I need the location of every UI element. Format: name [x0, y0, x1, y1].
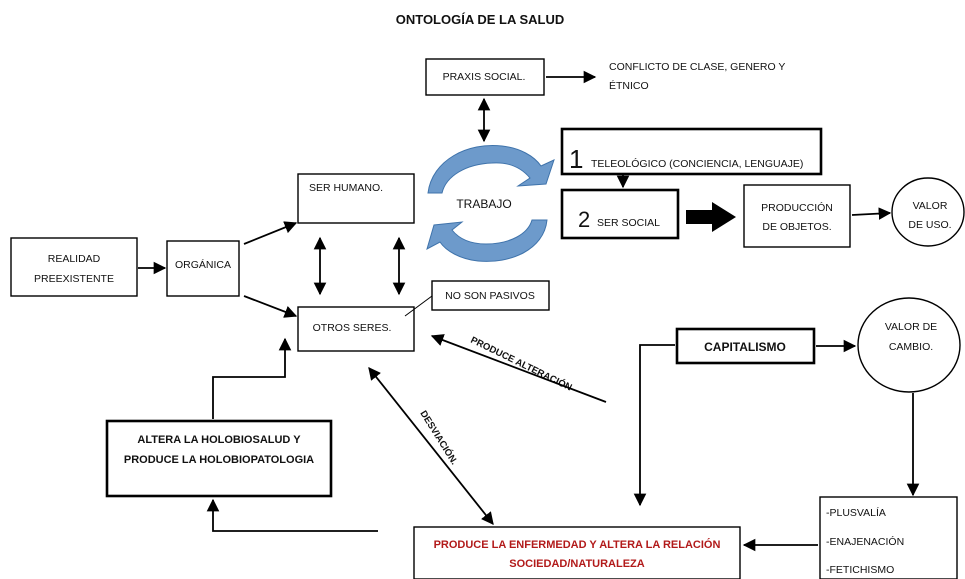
node-holobio: ALTERA LA HOLOBIOSALUD Y PRODUCE LA HOLO…: [105, 419, 333, 498]
trabajo-label: TRABAJO: [456, 197, 511, 211]
node-holobio-line-1: ALTERA LA HOLOBIOSALUD Y: [137, 434, 301, 446]
node-plusvalia-line-1: -PLUSVALÍA: [826, 506, 886, 519]
node-ser-humano: SER HUMANO.: [297, 173, 415, 224]
node-ser-humano-label: SER HUMANO.: [309, 182, 383, 194]
node-no-son-pasivos: NO SON PASIVOS: [431, 280, 550, 311]
node-teleologico-number: 1: [569, 144, 583, 174]
node-enfermedad: PRODUCE LA ENFERMEDAD Y ALTERA LA RELACI…: [413, 526, 741, 579]
node-plusvalia-line-2: -ENAJENACIÓN: [826, 535, 904, 548]
node-valor-uso-line-2: DE USO.: [908, 219, 951, 231]
node-enfermedad-line-1: PRODUCE LA ENFERMEDAD Y ALTERA LA RELACI…: [434, 538, 721, 551]
connector-no-son-pasivos: [404, 295, 433, 317]
node-capitalismo-label: CAPITALISMO: [704, 340, 786, 354]
node-organica-label: ORGÁNICA: [175, 258, 231, 271]
node-produccion-line-2: DE OBJETOS.: [762, 221, 831, 233]
node-valor-uso: VALOR DE USO.: [891, 177, 965, 247]
cycle-arrow-bottom: [426, 219, 548, 262]
node-realidad-preexistente: REALIDAD PREEXISTENTE: [10, 237, 138, 297]
node-organica: ORGÁNICA: [166, 240, 240, 297]
arrow-desviacion: [368, 367, 494, 525]
arrow-organica-ser-humano: [243, 221, 298, 245]
cycle-arrow-top: [427, 144, 555, 194]
arrow-produce-alteracion: [430, 334, 607, 403]
fat-arrow: [686, 202, 736, 232]
node-plusvalia: -PLUSVALÍA -ENAJENACIÓN -FETICHISMO: [819, 496, 958, 579]
node-produccion-line-1: PRODUCCIÓN: [761, 201, 833, 214]
node-ser-social-label: SER SOCIAL: [597, 217, 660, 229]
arrow-organica-otros-seres: [243, 295, 298, 318]
node-produccion: PRODUCCIÓN DE OBJETOS.: [743, 184, 851, 248]
node-praxis-social-label: PRAXIS SOCIAL.: [443, 71, 526, 83]
node-realidad-line-1: REALIDAD: [48, 253, 101, 265]
node-otros-seres: OTROS SERES.: [297, 306, 415, 352]
diagram-title: ONTOLOGÍA DE LA SALUD: [396, 12, 565, 27]
node-valor-cambio-line-2: CAMBIO.: [889, 341, 933, 353]
node-capitalismo: CAPITALISMO: [675, 327, 816, 365]
node-conflicto-line-2: ÉTNICO: [609, 79, 649, 92]
arrow-holobio-otros-seres: [212, 337, 292, 419]
arrow-produccion-valor-uso: [851, 207, 892, 220]
node-teleologico-label: TELEOLÓGICO (CONCIENCIA, LENGUAJE): [591, 157, 803, 170]
trabajo-cycle: TRABAJO: [426, 144, 555, 262]
node-plusvalia-line-3: -FETICHISMO: [826, 564, 894, 576]
node-ser-social-number: 2: [578, 207, 590, 232]
node-realidad-line-2: PREEXISTENTE: [34, 273, 114, 285]
node-otros-seres-label: OTROS SERES.: [313, 322, 392, 334]
node-valor-uso-line-1: VALOR: [913, 200, 948, 212]
arrow-capitalismo-enfermedad: [633, 344, 675, 507]
node-no-son-pasivos-label: NO SON PASIVOS: [445, 290, 535, 302]
node-ser-social: 2 SER SOCIAL: [560, 188, 680, 240]
node-praxis-social: PRAXIS SOCIAL.: [425, 58, 545, 96]
node-teleologico: 1 TELEOLÓGICO (CONCIENCIA, LENGUAJE): [560, 127, 823, 176]
arrow-enfermedad-holobio: [206, 498, 378, 532]
node-holobio-line-2: PRODUCE LA HOLOBIOPATOLOGIA: [124, 454, 314, 466]
node-enfermedad-line-2: SOCIEDAD/NATURALEZA: [509, 558, 645, 570]
node-conflicto-line-1: CONFLICTO DE CLASE, GENERO Y: [609, 61, 785, 73]
node-valor-cambio: VALOR DE CAMBIO.: [857, 297, 961, 393]
node-valor-cambio-line-1: VALOR DE: [885, 321, 937, 333]
